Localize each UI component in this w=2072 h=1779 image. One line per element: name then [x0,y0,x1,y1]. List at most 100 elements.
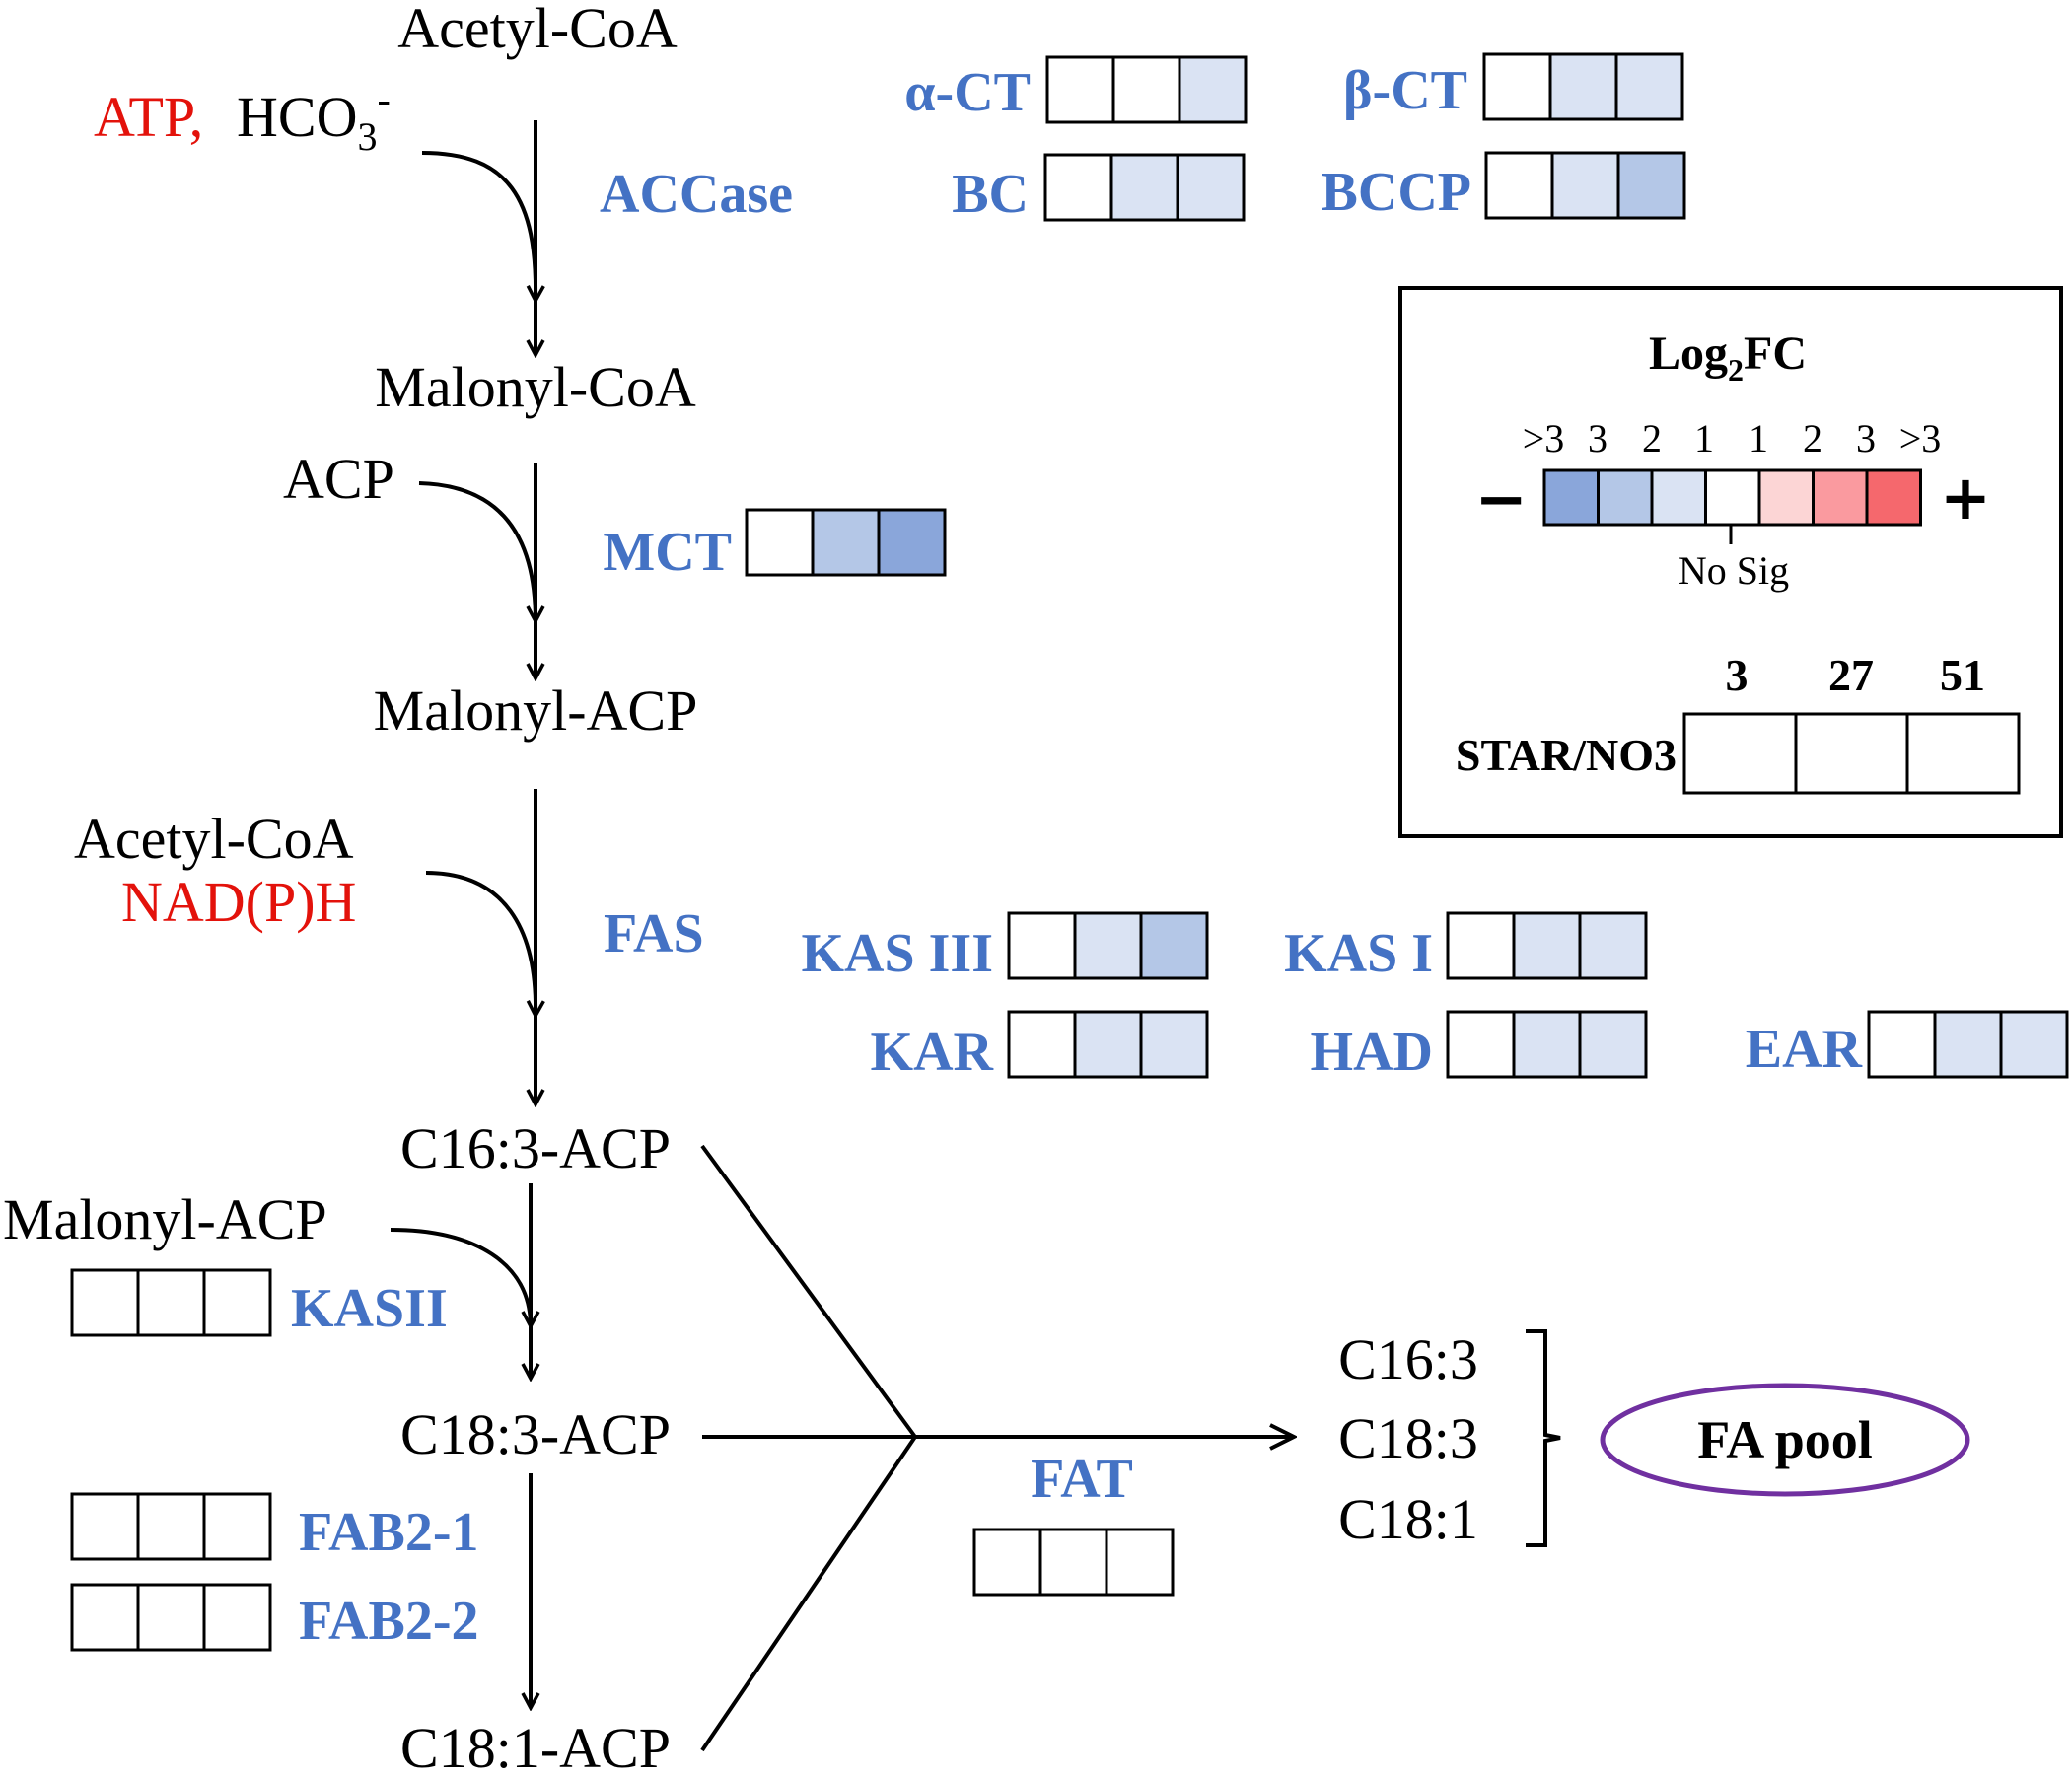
enzyme-beta-ct: β-CT [1343,60,1467,121]
enzyme-alpha-ct: α-CT [904,62,1031,123]
legend-tick-4: 1 [1749,416,1768,461]
legend-title-base: Log [1649,327,1728,380]
heatmap-cell [811,508,881,577]
heatmap-cell [1614,52,1684,121]
hco3-base: HCO [237,85,357,149]
fa-pool-label: FA pool [1697,1410,1873,1469]
enzyme-mct: MCT [603,522,732,583]
heatmap-cell [70,1492,140,1561]
heatmap-kas-iii [1007,911,1209,980]
heatmap-cell [1007,911,1077,980]
heatmap-cell [1867,1010,1937,1079]
heatmap-cell [1139,911,1209,980]
metabolite-malonyl-acp: Malonyl-ACP [374,678,698,743]
heatmap-cell [70,1583,140,1652]
heatmap-cell [1933,1010,2003,1079]
heatmap-cell [1105,1528,1175,1597]
heatmap-cell [1512,1010,1582,1079]
heatmap-cell [1043,153,1113,222]
heatmap-bccp [1484,151,1686,220]
legend-tick-6: 3 [1856,416,1876,461]
legend-timepoint-3: 51 [1940,650,1985,700]
heatmap-kas-i [1446,911,1648,980]
heatmap-cell [1073,1010,1143,1079]
enzyme-kasii: KASII [291,1278,448,1339]
heatmap-kar [1007,1010,1209,1079]
heatmap-cell [1578,1010,1648,1079]
heatmap-cell [745,508,815,577]
legend-tick-5: 2 [1803,416,1822,461]
legend-example-cells [1682,712,2021,795]
atp-label: ATP, [94,85,203,149]
heatmap-cell [136,1583,206,1652]
heatmap-cell [1178,55,1248,124]
heatmap-fab2-2 [70,1583,272,1652]
heatmap-cell [1045,55,1115,124]
branch-c18-1-to-fat [700,1435,917,1752]
legend-tick-2: 2 [1642,416,1662,461]
heatmap-cell [1548,52,1618,121]
metabolite-c18-3-acp: C18:3-ACP [400,1402,671,1466]
metabolite-c18-1-acp: C18:1-ACP [400,1716,671,1779]
heatmap-had [1446,1010,1648,1079]
legend-scale-swatch [1865,468,1922,527]
legend-scale-swatch [1597,468,1654,527]
legend-example-cell [1682,712,1798,795]
curve-acetyl-nadph-input [425,871,536,1016]
legend-minus: − [1474,463,1528,536]
product-bracket [1526,1329,1561,1547]
legend-color-scale [1542,468,1922,527]
enzyme-kas-i: KAS I [1284,923,1433,984]
heatmap-alpha-ct [1045,55,1248,124]
enzyme-fab2-2: FAB2-2 [299,1591,479,1652]
enzyme-ear: EAR [1746,1019,1863,1080]
heatmap-cell [1482,52,1552,121]
fa-pool-outline [1600,1383,1970,1497]
input-acetyl-coa: Acetyl-CoA [74,807,354,871]
heatmap-cell [1512,911,1582,980]
legend-title-sub: 2 [1728,352,1744,388]
product-c18-3: C18:3 [1338,1406,1478,1470]
heatmap-cell [1073,911,1143,980]
curve-atp-hco3-input [421,151,536,301]
legend-plus: + [1940,462,1991,534]
legend-title: Log2FC [1649,327,1807,388]
input-acp: ACP [283,447,394,511]
legend-timepoint-2: 27 [1828,650,1874,700]
heatmap-kasii [70,1268,272,1337]
heatmap-cell [1007,1010,1077,1079]
legend-scale-swatch [1650,468,1707,527]
hco3-superscript: - [377,77,390,121]
heatmap-beta-ct [1482,52,1684,121]
legend-tick-3: 1 [1694,416,1714,461]
enzyme-kas-iii: KAS III [801,923,993,984]
metabolite-malonyl-coa: Malonyl-CoA [375,355,696,419]
heatmap-mct [745,508,947,577]
heatmap-cell [1550,151,1620,220]
hco3-label: HCO3- [237,77,391,159]
heatmap-fab2-1 [70,1492,272,1561]
heatmap-cell [202,1583,272,1652]
legend-tick-7: >3 [1899,416,1942,461]
heatmap-cell [136,1492,206,1561]
heatmap-cell [1578,911,1648,980]
branch-c16-3-to-fat [700,1144,917,1439]
hco3-subscript: 3 [357,114,377,159]
heatmap-cell [1446,1010,1516,1079]
heatmap-cell [1616,151,1686,220]
legend-example-cell [1794,712,1909,795]
heatmap-bc [1043,153,1246,222]
heatmap-ear [1867,1010,2069,1079]
enzyme-fat: FAT [1031,1449,1133,1510]
legend-scale-swatch [1757,468,1815,527]
heatmap-cell [1038,1528,1108,1597]
legend-title-end: FC [1744,327,1807,380]
legend-timepoint-1: 3 [1726,650,1749,700]
legend-no-sig: No Sig [1679,548,1789,593]
heatmap-cell [1484,151,1554,220]
curve-malonyl-acp-input [390,1228,531,1326]
heatmap-cell [202,1492,272,1561]
heatmap-cell [972,1528,1042,1597]
legend: Log2FC >3 3 2 1 1 2 3 >3 − + No Sig 3 27… [1398,286,2063,838]
